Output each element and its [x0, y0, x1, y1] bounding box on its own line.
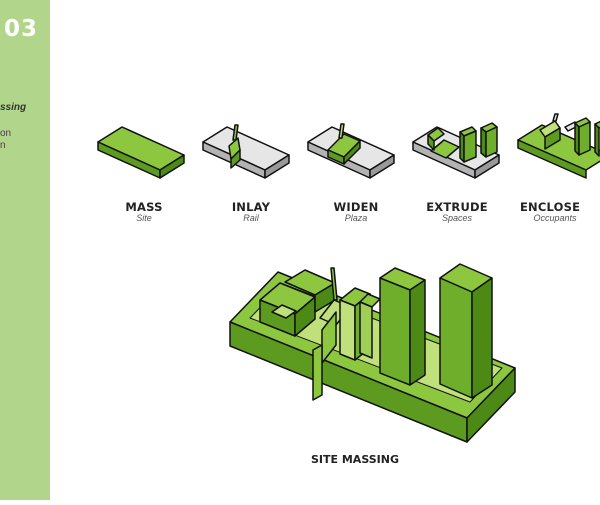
step-label-mass: MASS	[125, 200, 163, 214]
step-label-extrude: EXTRUDE	[426, 200, 488, 214]
massing-diagram: MASS Site INLAY Rail WIDEN Plaza EXTRUDE…	[50, 0, 600, 500]
page-number: 03	[4, 16, 39, 42]
enclose-massing	[517, 113, 600, 179]
sidebar-text-line-1: on	[0, 128, 12, 139]
step-label-enclose: ENCLOSE	[520, 200, 581, 214]
step-sub-enclose: Occupants	[533, 213, 577, 223]
step-label-inlay: INLAY	[231, 200, 271, 214]
step-sub-mass: Site	[136, 213, 152, 223]
step-label-widen: WIDEN	[333, 200, 379, 214]
widen-slab	[307, 123, 395, 179]
massing-diagram-svg	[97, 113, 600, 443]
mass-slab	[97, 126, 185, 179]
site-massing-label: SITE MASSING	[311, 453, 399, 466]
step-sub-inlay: Rail	[243, 213, 259, 223]
sidebar-text-line-2: n	[0, 140, 6, 151]
step-sub-extrude: Spaces	[441, 213, 473, 223]
sidebar-title: ssing	[0, 102, 27, 113]
site-massing-model	[229, 263, 516, 443]
step-sub-widen: Plaza	[344, 213, 368, 223]
sidebar-panel: 03 ssing on n	[0, 0, 50, 500]
inlay-slab	[202, 124, 290, 179]
extrude-massing	[412, 122, 500, 179]
